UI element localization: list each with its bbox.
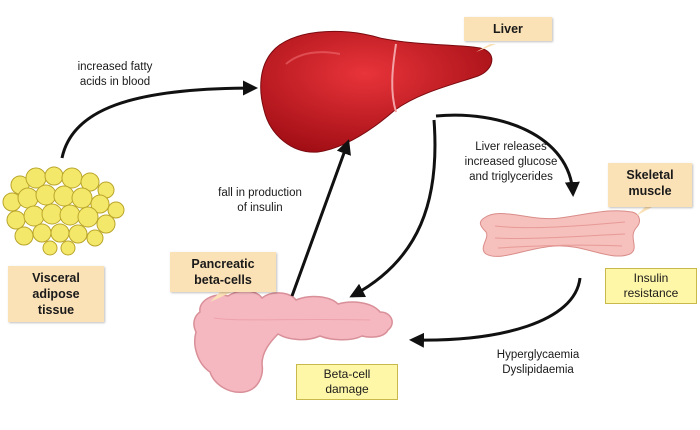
pancreas-illustration xyxy=(193,290,393,393)
annotation-insulin-fall: fall in production of insulin xyxy=(218,187,302,214)
liver-label: Liver xyxy=(464,17,552,41)
arrow-muscle-to-pancreas xyxy=(409,277,582,348)
skeletal-muscle-label: Skeletal muscle xyxy=(608,163,692,207)
skeletal-muscle-illustration xyxy=(479,210,640,257)
annotation-fatty-acids: increased fatty acids in blood xyxy=(77,61,153,88)
insulin-resistance-box: Insulin resistance xyxy=(605,268,697,304)
arrow-adipose-to-liver xyxy=(60,80,258,159)
arrow-liver-to-muscle xyxy=(435,113,580,197)
pancreatic-beta-cells-label: Pancreatic beta-cells xyxy=(170,252,276,292)
adipose-tissue-illustration xyxy=(2,166,125,256)
beta-cell-damage-box: Beta-cell damage xyxy=(296,364,398,400)
annotation-liver-releases: Liver releases increased glucose and tri… xyxy=(464,141,558,183)
annotation-hyperglycaemia: Hyperglycaemia Dyslipidaemia xyxy=(496,349,580,376)
arrow-liver-to-pancreas xyxy=(349,119,437,298)
arrow-pancreas-to-liver xyxy=(290,139,351,297)
visceral-adipose-label: Visceral adipose tissue xyxy=(8,266,104,322)
liver-illustration xyxy=(260,30,493,153)
